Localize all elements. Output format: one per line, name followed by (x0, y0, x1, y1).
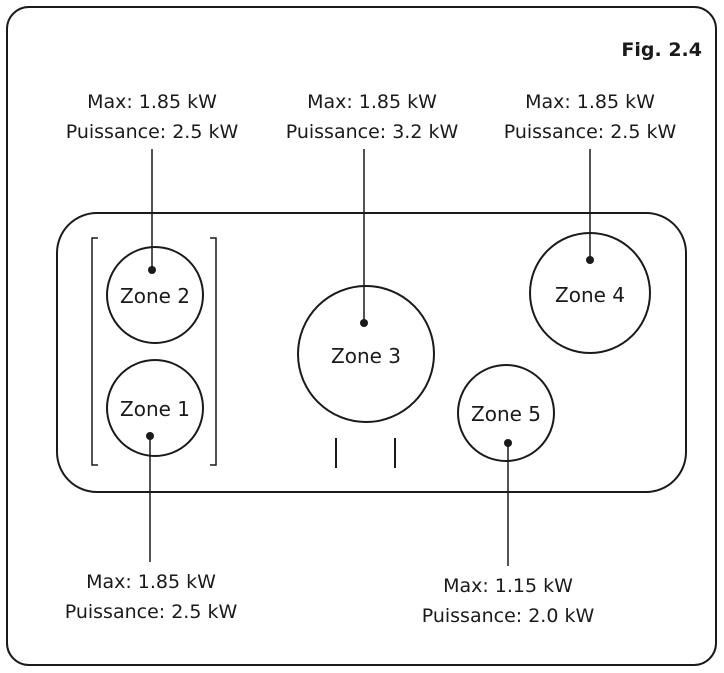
zone-5-label: Zone 5 (471, 402, 541, 426)
zone-4-power: Puissance: 2.5 kW (504, 121, 677, 143)
zone-1-power: Puissance: 2.5 kW (65, 601, 238, 623)
zone-2: Zone 2 Max: 1.85 kW Puissance: 2.5 kW (66, 91, 239, 344)
zone-2-ring (106, 246, 204, 344)
zone-3-power: Puissance: 3.2 kW (286, 121, 459, 143)
zone-3-label: Zone 3 (331, 344, 401, 368)
cooktop-outline (56, 212, 687, 493)
zone-2-max: Max: 1.85 kW (87, 91, 217, 113)
zone-5-leader-dot (504, 439, 512, 447)
zone-1-max: Max: 1.85 kW (86, 571, 216, 593)
zone-1-ring (106, 359, 204, 457)
zone-3-leader-dot (360, 319, 368, 327)
zone-4-max: Max: 1.85 kW (525, 91, 655, 113)
zone-2-leader-dot (148, 266, 156, 274)
zone-4: Zone 4 Max: 1.85 kW Puissance: 2.5 kW (504, 91, 677, 354)
zone-1-label: Zone 1 (120, 397, 190, 421)
figure-label: Fig. 2.4 (621, 39, 702, 61)
zone-1-leader-dot (146, 432, 154, 440)
zone-4-leader-dot (586, 256, 594, 264)
bridge-bracket-right (210, 237, 217, 466)
zone-2-power: Puissance: 2.5 kW (66, 121, 239, 143)
zone-4-label: Zone 4 (555, 283, 625, 307)
zone-3-max: Max: 1.85 kW (307, 91, 437, 113)
zone-1: Zone 1 Max: 1.85 kW Puissance: 2.5 kW (65, 359, 238, 623)
zone-5-ring (457, 364, 555, 462)
zone-3-ring (297, 285, 435, 423)
bridge-bracket-left (91, 237, 98, 466)
zone-2-label: Zone 2 (120, 284, 190, 308)
zone-5-max: Max: 1.15 kW (443, 575, 573, 597)
zone-3: Zone 3 Max: 1.85 kW Puissance: 3.2 kW (286, 91, 459, 423)
zone-5: Zone 5 Max: 1.15 kW Puissance: 2.0 kW (422, 364, 595, 627)
zone-5-power: Puissance: 2.0 kW (422, 605, 595, 627)
figure-frame (6, 6, 717, 666)
